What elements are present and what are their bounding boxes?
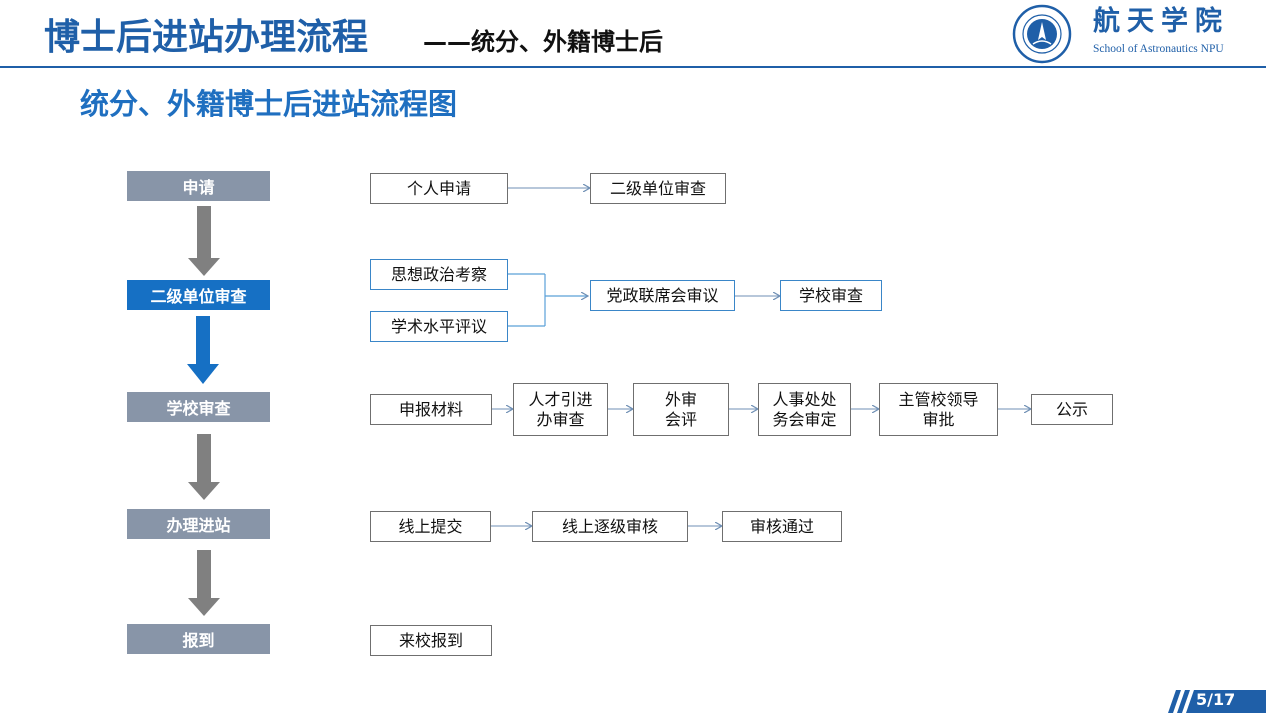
down-arrow-4: [188, 550, 220, 616]
step-talent-office-review: 人才引进 办审查: [513, 383, 608, 436]
down-arrow-3: [188, 434, 220, 500]
step-report-to-school: 来校报到: [370, 625, 492, 656]
university-seal-logo: [1012, 4, 1072, 64]
logo-name-cn: 航天学院: [1093, 6, 1229, 37]
header-subtitle: ——统分、外籍博士后: [423, 28, 663, 56]
step-unit-review: 二级单位审查: [590, 173, 726, 204]
step-party-committee: 党政联席会审议: [590, 280, 735, 311]
header-divider: [0, 66, 1266, 68]
step-talent-line1: 人才引进: [528, 389, 593, 409]
step-hr-line2: 务会审定: [772, 409, 837, 429]
down-arrow-1: [188, 206, 220, 276]
step-submit-materials: 申报材料: [370, 394, 492, 425]
step-online-submit: 线上提交: [370, 511, 491, 542]
step-talent-line2: 办审查: [536, 409, 585, 429]
step-political-review: 思想政治考察: [370, 259, 508, 290]
stage-report: 报到: [127, 624, 270, 654]
stage-enrollment: 办理进站: [127, 509, 270, 539]
stage-unit-review: 二级单位审查: [127, 280, 270, 310]
stage-apply: 申请: [127, 171, 270, 201]
step-public-notice: 公示: [1031, 394, 1113, 425]
page-heading: 统分、外籍博士后进站流程图: [80, 87, 458, 121]
step-hr-approval: 人事处处 务会审定: [758, 383, 851, 436]
stage-school-review: 学校审查: [127, 392, 270, 422]
step-review-passed: 审核通过: [722, 511, 842, 542]
down-arrow-2: [187, 316, 219, 384]
step-leader-line1: 主管校领导: [898, 389, 979, 409]
step-personal-application: 个人申请: [370, 173, 508, 204]
step-school-review: 学校审查: [780, 280, 882, 311]
step-academic-review: 学术水平评议: [370, 311, 508, 342]
page-number: 5/17: [1196, 690, 1236, 709]
step-online-review: 线上逐级审核: [532, 511, 688, 542]
step-external-line1: 外审: [664, 389, 697, 409]
step-hr-line1: 人事处处: [772, 389, 837, 409]
step-submit-materials-label: 申报材料: [398, 399, 463, 419]
connector-r2-merge: [508, 273, 588, 327]
logo-name-en: School of Astronautics NPU: [1093, 43, 1224, 55]
step-public-notice-label: 公示: [1055, 399, 1088, 419]
step-leader-approval: 主管校领导 审批: [879, 383, 998, 436]
header-title: 博士后进站办理流程: [44, 17, 369, 58]
step-external-line2: 会评: [664, 409, 697, 429]
step-external-review: 外审 会评: [633, 383, 729, 436]
page-badge: [1168, 690, 1266, 713]
step-leader-line2: 审批: [922, 409, 955, 429]
